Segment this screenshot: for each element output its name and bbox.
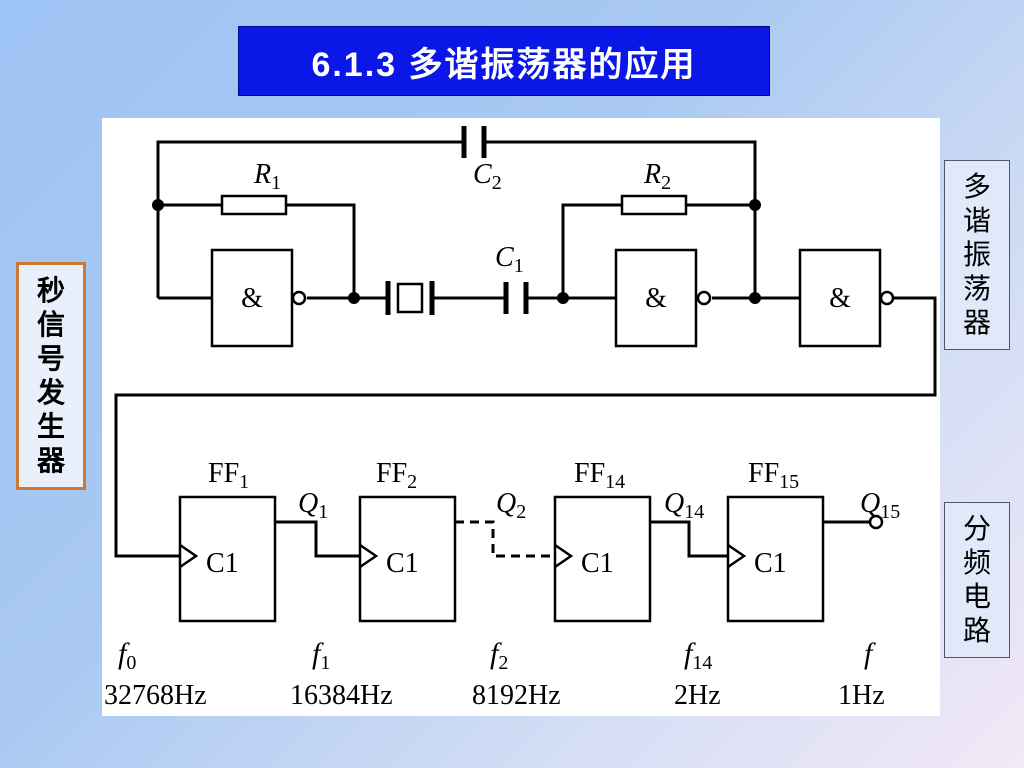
q-output-label: Q14 bbox=[664, 488, 704, 523]
label-char: 频 bbox=[962, 546, 991, 579]
wire-ff2-ff14-dashed bbox=[455, 520, 555, 558]
freq-symbol: f1 bbox=[312, 637, 330, 674]
flipflop-label: FF15 bbox=[748, 458, 799, 493]
wire-c2-loop bbox=[156, 140, 757, 298]
label-frequency-divider: 分 频 电 路 bbox=[944, 502, 1010, 658]
inverter-bubble bbox=[879, 290, 895, 306]
freq-symbol: f0 bbox=[118, 637, 136, 674]
clock-input-label: C1 bbox=[581, 548, 614, 579]
flipflop-ff14: C1 FF14 bbox=[553, 458, 652, 623]
wire-r2-loop bbox=[561, 203, 755, 298]
frequency-labels: f0 32768Hz f1 16384Hz f2 8192Hz f14 2Hz … bbox=[104, 637, 885, 711]
label-second-signal-generator: 秒 信 号 发 生 器 bbox=[16, 262, 86, 490]
clock-input-label: C1 bbox=[386, 548, 419, 579]
gate-symbol: & bbox=[241, 283, 263, 314]
flipflop-label: FF2 bbox=[376, 458, 417, 493]
label-char: 荡 bbox=[962, 272, 991, 305]
label-c1: C1 bbox=[495, 242, 524, 277]
freq-symbol: f bbox=[864, 637, 876, 670]
capacitor-c2 bbox=[461, 126, 487, 158]
label-char: 振 bbox=[962, 238, 991, 271]
inverter-bubble bbox=[696, 290, 712, 306]
nand-gate-1: & bbox=[210, 248, 307, 348]
clock-triangle-icon bbox=[727, 543, 747, 569]
label-char: 器 bbox=[36, 444, 65, 477]
resistor-r1 bbox=[220, 194, 288, 216]
freq-value: 2Hz bbox=[674, 680, 721, 711]
wire-osc-to-counter bbox=[114, 296, 937, 558]
clock-triangle-icon bbox=[359, 543, 379, 569]
junction-dot bbox=[749, 199, 761, 211]
clock-input-label: C1 bbox=[206, 548, 239, 579]
freq-value: 1Hz bbox=[838, 680, 885, 711]
label-char: 多 bbox=[962, 170, 991, 203]
flipflop-ff1: C1 FF1 bbox=[178, 458, 277, 623]
label-char: 号 bbox=[36, 342, 65, 375]
label-char: 生 bbox=[36, 410, 65, 443]
wire-r1-loop bbox=[158, 203, 356, 298]
crystal-oscillator bbox=[385, 281, 435, 315]
flipflop-label: FF14 bbox=[574, 458, 625, 493]
junction-dot bbox=[348, 292, 360, 304]
junction-dot bbox=[749, 292, 761, 304]
freq-value: 8192Hz bbox=[472, 680, 561, 711]
label-r1: R1 bbox=[253, 159, 281, 194]
page-title: 6.1.3 多谐振荡器的应用 bbox=[238, 26, 770, 96]
label-char: 电 bbox=[962, 580, 991, 613]
wire-ff1-ff2 bbox=[275, 520, 360, 558]
label-char: 分 bbox=[962, 512, 991, 545]
freq-symbol: f2 bbox=[490, 637, 508, 674]
label-char: 发 bbox=[36, 376, 65, 409]
nand-gate-3: & bbox=[798, 248, 895, 348]
resistor-r2 bbox=[620, 194, 688, 216]
label-char: 器 bbox=[962, 306, 991, 339]
wires bbox=[114, 140, 937, 558]
output-terminal bbox=[868, 514, 884, 530]
label-char: 谐 bbox=[962, 204, 991, 237]
junction-dot bbox=[152, 199, 164, 211]
gate-symbol: & bbox=[645, 283, 667, 314]
flipflop-ff2: C1 FF2 bbox=[358, 458, 457, 623]
label-c2: C2 bbox=[473, 159, 502, 194]
q-output-label: Q1 bbox=[298, 488, 328, 523]
freq-value: 32768Hz bbox=[104, 680, 207, 711]
nand-gate-2: & bbox=[614, 248, 712, 348]
wire-ff14-ff15 bbox=[650, 520, 728, 558]
flipflop-ff15: C1 FF15 bbox=[726, 458, 825, 623]
q-output-label: Q15 bbox=[860, 488, 900, 523]
freq-symbol: f14 bbox=[684, 637, 712, 674]
label-char: 信 bbox=[36, 308, 65, 341]
capacitor-c1 bbox=[503, 282, 529, 314]
q-output-label: Q2 bbox=[496, 488, 526, 523]
gate-symbol: & bbox=[829, 283, 851, 314]
label-r2: R2 bbox=[643, 159, 671, 194]
junction-dots bbox=[152, 199, 761, 304]
clock-triangle-icon bbox=[179, 543, 199, 569]
clock-triangle-icon bbox=[554, 543, 574, 569]
clock-input-label: C1 bbox=[754, 548, 787, 579]
junction-dot bbox=[557, 292, 569, 304]
freq-value: 16384Hz bbox=[290, 680, 393, 711]
flipflop-label: FF1 bbox=[208, 458, 249, 493]
label-multivibrator: 多 谐 振 荡 器 bbox=[944, 160, 1010, 350]
label-char: 路 bbox=[962, 614, 991, 647]
inverter-bubble bbox=[291, 290, 307, 306]
label-char: 秒 bbox=[36, 274, 65, 307]
